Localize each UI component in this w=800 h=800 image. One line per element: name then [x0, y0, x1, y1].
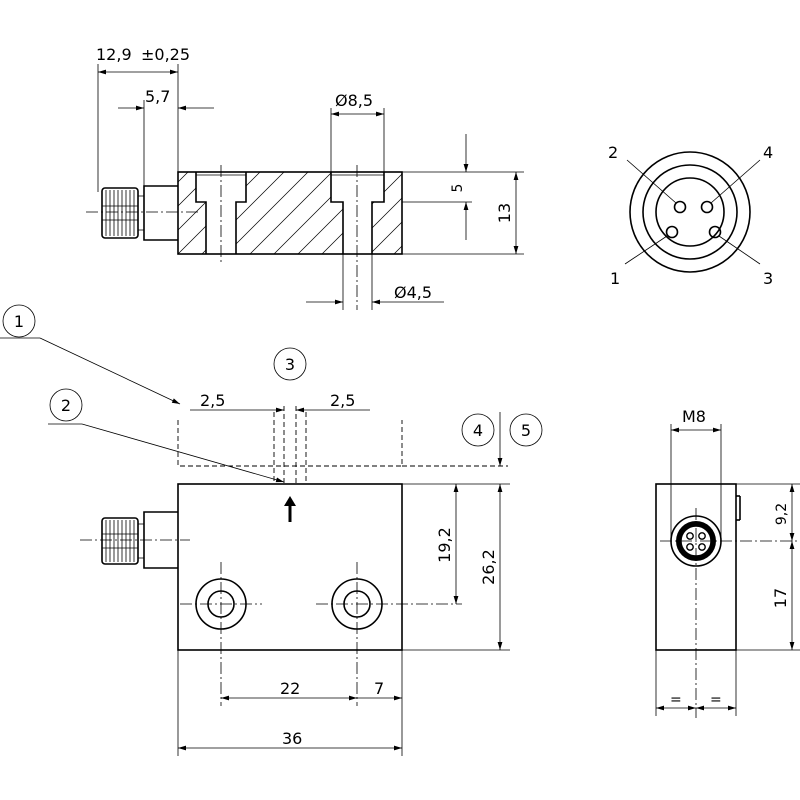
hatch-line: [58, 172, 140, 254]
dim-equal-right: =: [710, 692, 722, 708]
svg-text:2: 2: [61, 396, 71, 415]
side-view: M8 9,2 17 = =: [655, 407, 800, 718]
pin-1: [665, 225, 679, 239]
pin-label-1: 1: [610, 269, 620, 288]
pin-2: [673, 200, 687, 214]
svg-text:4: 4: [473, 421, 483, 440]
connector-nut-front: [101, 517, 139, 565]
dim-depth-5: 5: [450, 184, 466, 193]
dim-22: 22: [280, 679, 300, 698]
front-view: 1 2 3 4 5 2,5 2,5: [0, 304, 543, 756]
dim-equal-left: =: [670, 692, 682, 708]
pin-label-2: 2: [608, 143, 618, 162]
right-hole-section: [330, 172, 385, 254]
dim-gap-left: 2,5: [200, 391, 225, 410]
hatch-line: [249, 172, 333, 254]
body-front-outline: [177, 483, 403, 651]
dim-12-9: 12,9: [96, 45, 132, 64]
dim-19-2: 19,2: [435, 527, 454, 563]
dim-dia-4-5: Ø4,5: [394, 283, 432, 302]
callout-3: [273, 347, 307, 381]
pin-label-4: 4: [763, 143, 773, 162]
dim-tolerance: ±0,25: [141, 45, 190, 64]
sensing-zone: [177, 420, 403, 467]
dim-7: 7: [374, 679, 384, 698]
hatch-line: [82, 172, 164, 254]
dim-5-7: 5,7: [145, 87, 170, 106]
dim-height-13: 13: [495, 203, 514, 223]
dim-m8: M8: [682, 407, 706, 426]
hatch-line: [225, 172, 309, 254]
svg-text:1: 1: [14, 312, 24, 331]
top-section-view: 12,9 ±0,25 5,7 Ø8,5 5 13 Ø4,5: [58, 45, 524, 310]
pin-label-3: 3: [763, 269, 773, 288]
left-hole-section: [195, 172, 247, 254]
direction-arrow-icon: [284, 496, 296, 506]
pin-3: [708, 225, 722, 239]
body-section-outline: [177, 171, 403, 255]
connector-nut-top: [101, 187, 139, 239]
svg-text:3: 3: [285, 355, 295, 374]
callout-5: [509, 413, 543, 447]
connector-pinout-view: 2 4 1 3: [608, 143, 773, 288]
dim-36: 36: [282, 729, 302, 748]
dim-dia-8-5: Ø8,5: [335, 91, 373, 110]
hatch-line: [369, 221, 402, 254]
dim-gap-right: 2,5: [330, 391, 355, 410]
connector-body-front: [143, 511, 178, 569]
callout-1: [2, 304, 36, 338]
dim-17: 17: [771, 588, 790, 608]
callout-4: [461, 413, 495, 447]
svg-text:5: 5: [521, 421, 531, 440]
callout-2: [49, 388, 83, 422]
dim-9-2: 9,2: [774, 503, 790, 525]
connector-body-top: [143, 185, 178, 241]
pin-4: [700, 200, 714, 214]
dim-26-2: 26,2: [479, 549, 498, 585]
